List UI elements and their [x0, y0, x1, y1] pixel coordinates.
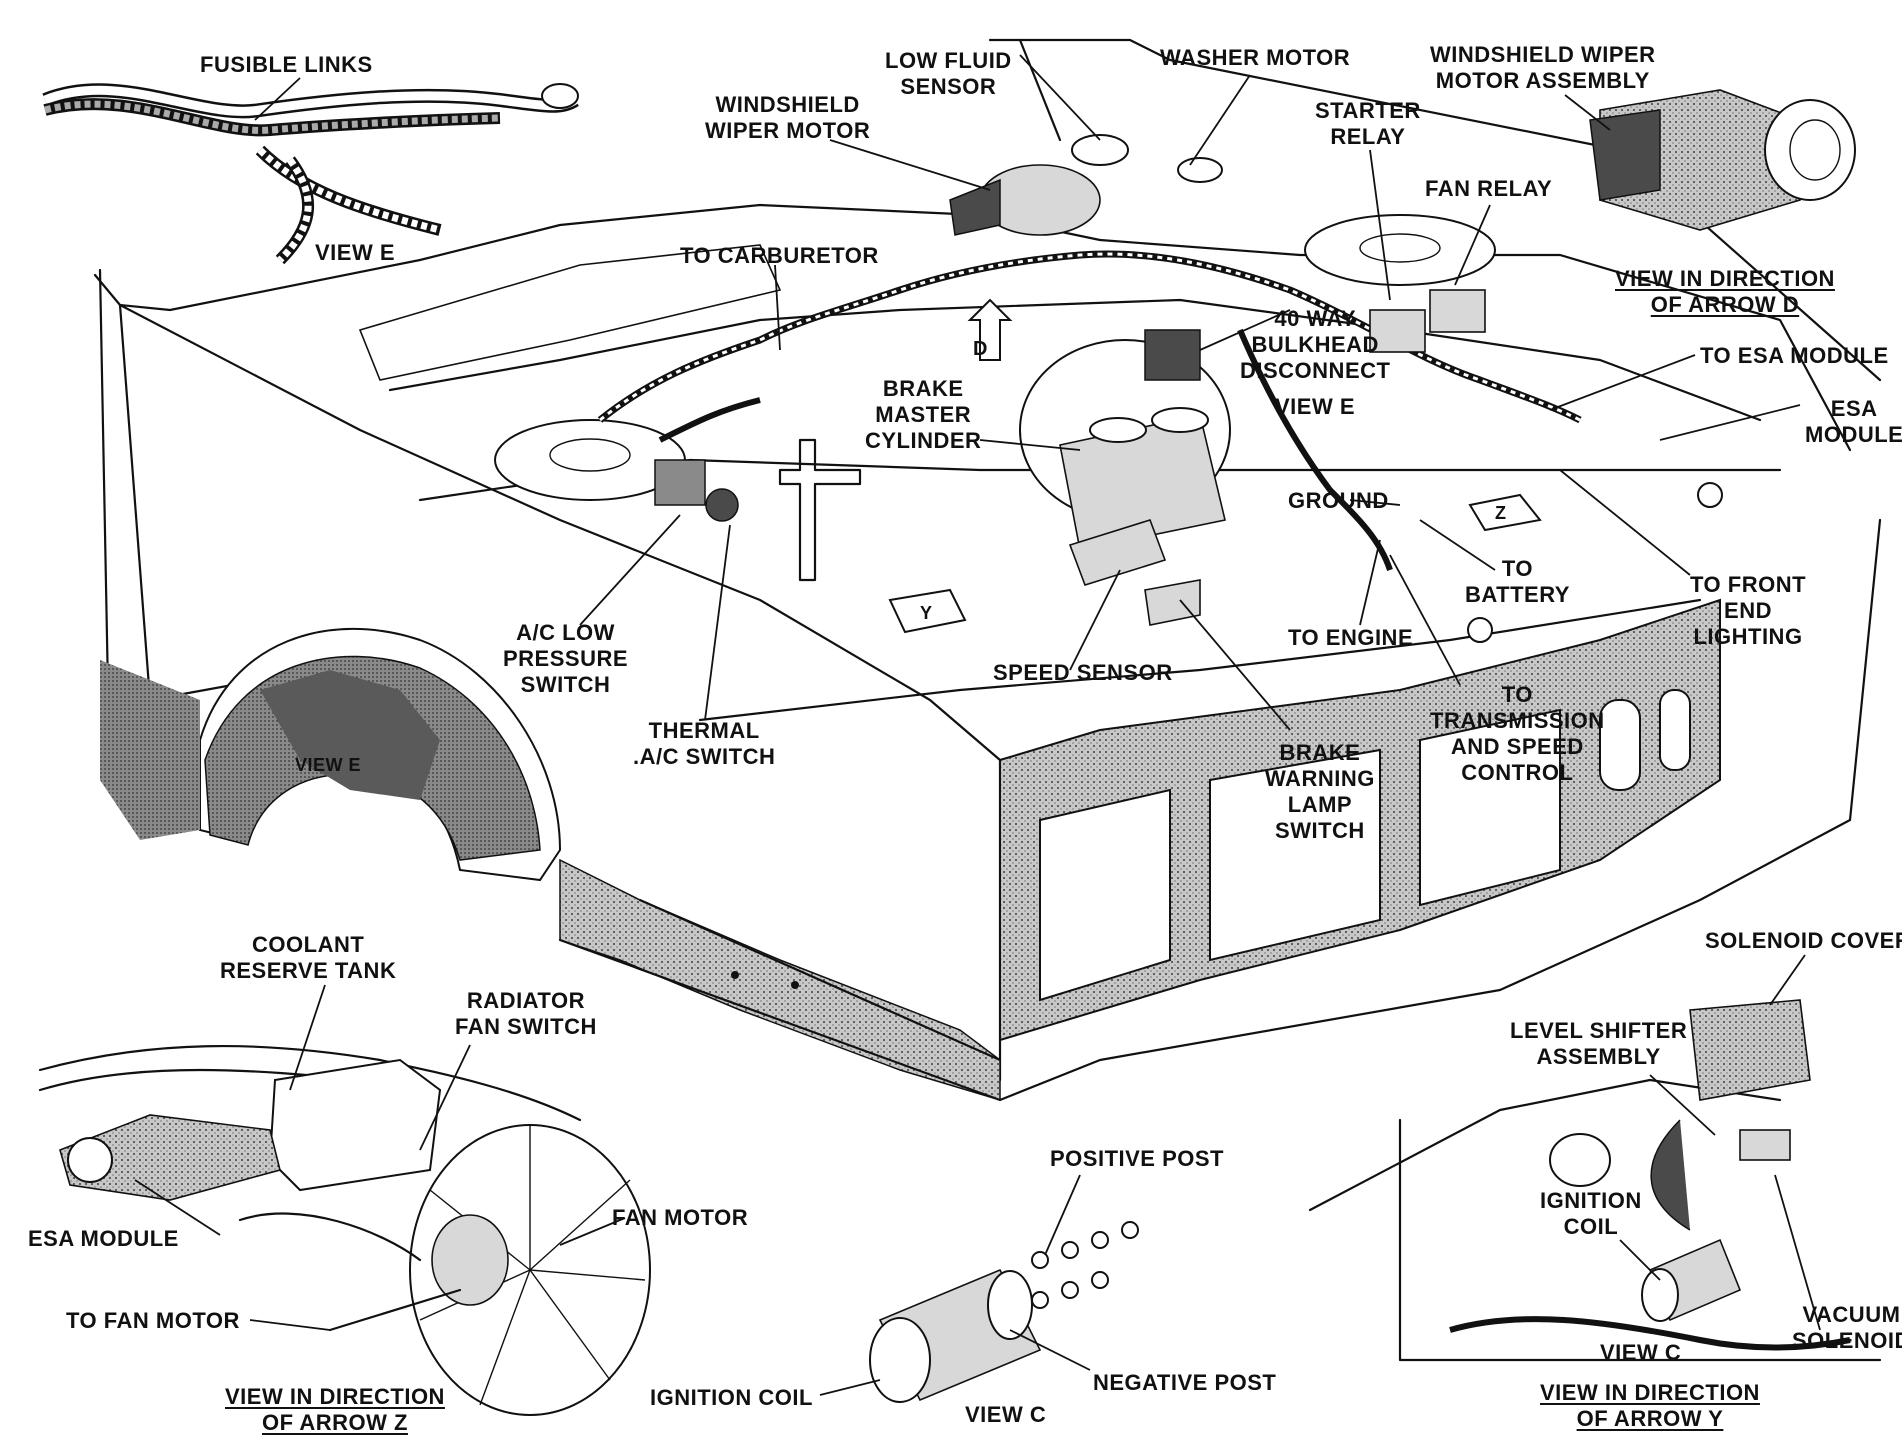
arrow-y-inset — [1308, 999, 1882, 1362]
ac-low-pressure-switch-label: A/C LOW PRESSURE SWITCH — [503, 620, 629, 697]
view-arrow-d-label: VIEW IN DIRECTION OF ARROW D — [1615, 266, 1835, 317]
car-body — [93, 38, 1882, 1102]
esa-module-right-label: ESA MODULE — [1805, 396, 1902, 447]
low-fluid-sensor-label: LOW FLUID SENSOR — [885, 48, 1012, 99]
speed-sensor-label: SPEED SENSOR — [993, 660, 1173, 685]
ignition-coil-bottom-label: IGNITION COIL — [650, 1385, 813, 1410]
brake-master-cylinder-label: BRAKE MASTER CYLINDER — [865, 376, 982, 453]
positive-post-label: POSITIVE POST — [1050, 1146, 1224, 1171]
negative-post-label: NEGATIVE POST — [1093, 1370, 1277, 1395]
ground-label: GROUND — [1288, 488, 1389, 513]
view-e-top-label: VIEW E — [315, 240, 396, 265]
to-carburetor-label: TO CARBURETOR — [680, 243, 879, 268]
view-c-bottom-label: VIEW C — [965, 1402, 1047, 1427]
windshield-wiper-motor-label: WINDSHIELD WIPER MOTOR — [705, 92, 871, 143]
fan-relay-label: FAN RELAY — [1425, 176, 1553, 201]
view-arrow-y-label: VIEW IN DIRECTION OF ARROW Y — [1540, 1380, 1760, 1431]
leader-lines — [134, 54, 1821, 1396]
to-front-end-lighting-label: TO FRONT END LIGHTING — [1690, 572, 1807, 649]
starter-relay-label: STARTER RELAY — [1315, 98, 1421, 149]
coolant-reserve-tank-label: COOLANT RESERVE TANK — [220, 932, 397, 983]
bulkhead-disconnect-label: 40 WAY BULKHEAD DISCONNECT — [1240, 306, 1391, 383]
view-c-right-label: VIEW C — [1600, 1340, 1682, 1365]
thermal-ac-switch-label: THERMAL .A/C SWITCH — [633, 718, 776, 769]
level-shifter-assembly-label: LEVEL SHIFTER ASSEMBLY — [1510, 1018, 1688, 1069]
to-esa-module-label: TO ESA MODULE — [1700, 343, 1889, 368]
arrow-z-marker: Z — [1495, 503, 1507, 523]
ignition-coil-right-label: IGNITION COIL — [1540, 1188, 1642, 1239]
view-e-mid-label: VIEW E — [1275, 394, 1356, 419]
arrow-y-marker: Y — [920, 603, 933, 623]
fusible-links-label: FUSIBLE LINKS — [200, 52, 373, 77]
windshield-wiper-motor-assembly-label: WINDSHIELD WIPER MOTOR ASSEMBLY — [1430, 42, 1656, 93]
view-e-wheel-label: VIEW E — [295, 755, 362, 775]
arrow-d-marker: D — [973, 338, 988, 360]
wiper-motor-assembly-inset — [1589, 89, 1856, 231]
radiator-fan-switch-label: RADIATOR FAN SWITCH — [455, 988, 597, 1039]
view-arrow-z-label: VIEW IN DIRECTION OF ARROW Z — [225, 1384, 445, 1435]
to-fan-motor-label: TO FAN MOTOR — [66, 1308, 240, 1333]
to-transmission-label: TO TRANSMISSION AND SPEED CONTROL — [1430, 682, 1605, 785]
to-engine-label: TO ENGINE — [1288, 625, 1414, 650]
washer-motor-label: WASHER MOTOR — [1160, 45, 1351, 70]
ignition-coil-inset — [869, 1221, 1139, 1403]
arrow-z-inset — [38, 1045, 651, 1416]
to-battery-label: TO BATTERY — [1465, 556, 1570, 607]
solenoid-cover-label: SOLENOID COVER — [1705, 928, 1902, 953]
esa-module-left-label: ESA MODULE — [28, 1226, 179, 1251]
fan-motor-label: FAN MOTOR — [612, 1205, 749, 1230]
brake-warning-lamp-switch-label: BRAKE WARNING LAMP SWITCH — [1265, 740, 1375, 843]
vacuum-solenoid-label: VACUUM SOLENOID — [1792, 1302, 1902, 1353]
fusible-links-inset — [42, 83, 579, 265]
